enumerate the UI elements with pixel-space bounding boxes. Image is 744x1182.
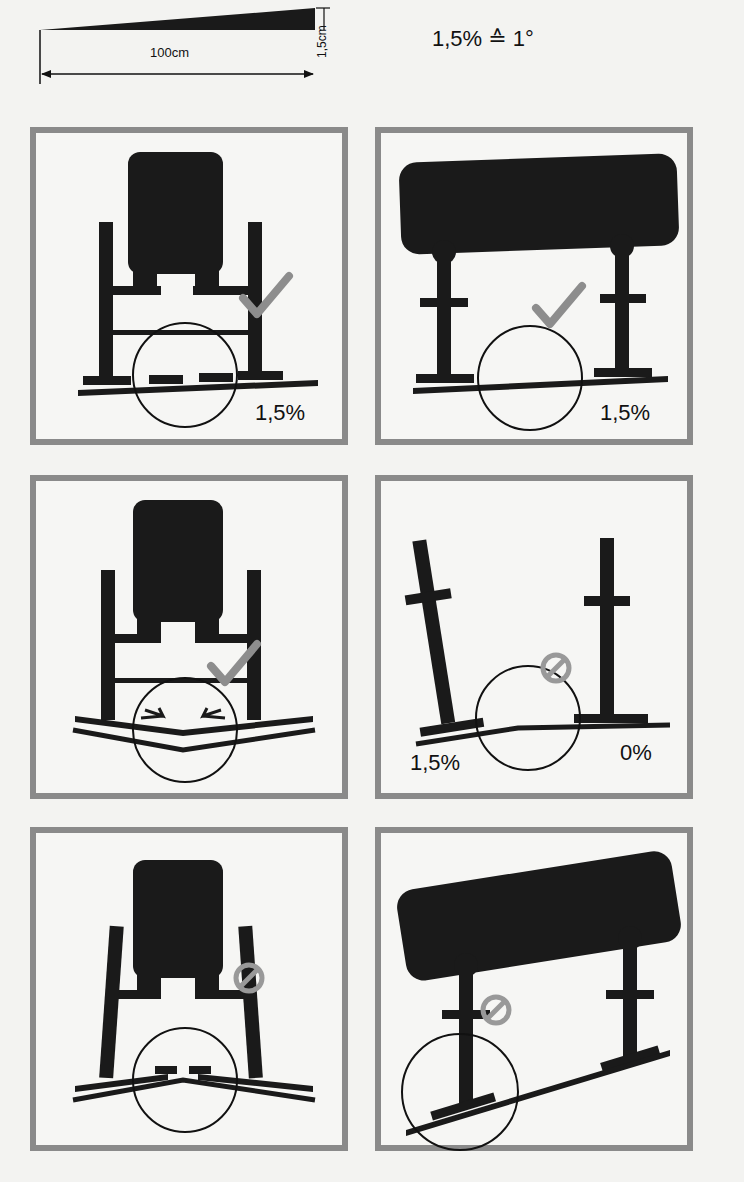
wedge-scale	[40, 8, 330, 84]
side-view-not-ok	[395, 849, 684, 1150]
scale-note: 1,5% ≙ 1°	[432, 28, 534, 50]
dimension-label: 1,5cm	[316, 26, 328, 59]
side-view-ok	[398, 153, 679, 430]
mixed-slope-not-ok	[391, 535, 670, 770]
slope-label: 1,5%	[410, 752, 460, 774]
front-view-compensated	[73, 500, 315, 782]
slope-label: 1,5%	[600, 402, 650, 424]
slope-label: 0%	[620, 742, 652, 764]
slope-label: 1,5%	[255, 402, 305, 424]
front-view-not-ok	[73, 860, 315, 1132]
front-view-ok	[78, 152, 318, 427]
panel-frames	[33, 130, 690, 1148]
dimension-label: 100cm	[150, 46, 189, 59]
